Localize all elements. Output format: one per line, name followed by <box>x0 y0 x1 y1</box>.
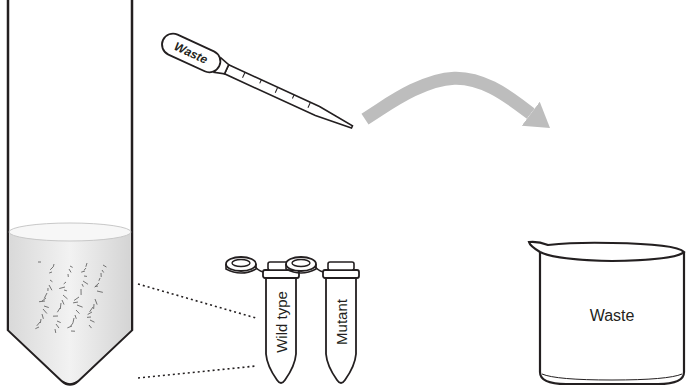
pellet-top <box>9 223 131 241</box>
microcentrifuge-tube: Mutant <box>323 258 359 386</box>
pipette: Waste <box>150 25 365 137</box>
leader-line <box>138 284 256 318</box>
waste-beaker: Waste <box>526 128 690 386</box>
container-label: Waste <box>590 308 635 324</box>
pellet-body <box>9 232 131 383</box>
waste-beaker-outline <box>526 128 690 386</box>
tube-label: Mutant <box>334 299 349 345</box>
leader-line <box>138 366 256 378</box>
tube-label: Wild type <box>274 291 289 353</box>
test-tube <box>8 0 132 385</box>
transfer-arrow <box>365 78 531 119</box>
pellet-texture <box>35 262 106 333</box>
microcentrifuge-tube: Wild type <box>263 258 299 386</box>
